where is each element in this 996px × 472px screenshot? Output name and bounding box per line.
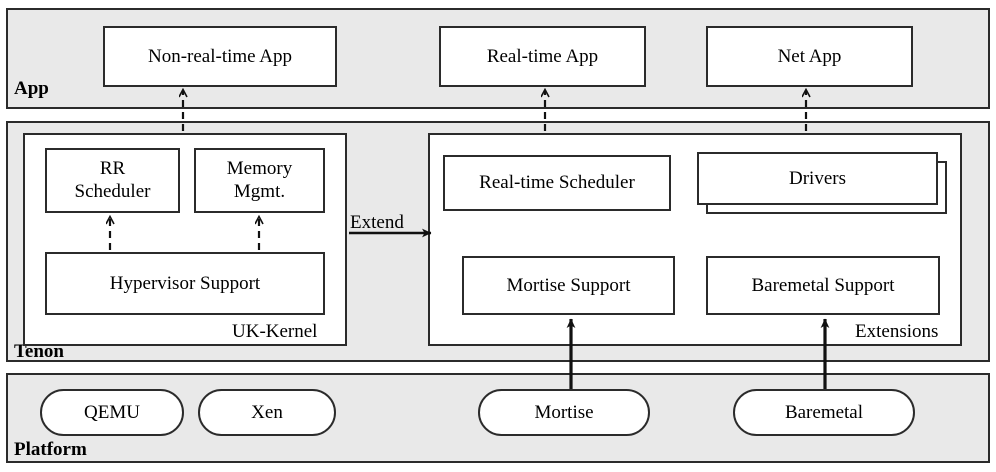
layer-label-platform: Platform — [14, 439, 87, 460]
node-memory-mgmt[interactable]: Memory Mgmt. — [194, 148, 325, 213]
layer-label-tenon: Tenon — [14, 341, 64, 362]
node-real-time-scheduler[interactable]: Real-time Scheduler — [443, 155, 671, 211]
edge-label-extend: Extend — [350, 212, 404, 233]
node-drivers[interactable]: Drivers — [697, 152, 938, 205]
node-mortise-support[interactable]: Mortise Support — [462, 256, 675, 315]
node-xen[interactable]: Xen — [198, 389, 336, 436]
node-qemu[interactable]: QEMU — [40, 389, 184, 436]
group-label-extensions: Extensions — [855, 321, 939, 342]
node-non-real-time-app[interactable]: Non-real-time App — [103, 26, 337, 87]
node-baremetal-support[interactable]: Baremetal Support — [706, 256, 940, 315]
node-baremetal[interactable]: Baremetal — [733, 389, 915, 436]
node-net-app[interactable]: Net App — [706, 26, 913, 87]
node-rr-scheduler[interactable]: RR Scheduler — [45, 148, 180, 213]
node-real-time-app[interactable]: Real-time App — [439, 26, 646, 87]
group-label-uk-kernel: UK-Kernel — [232, 321, 318, 342]
node-rr-scheduler-line1: RR — [99, 157, 126, 179]
layer-label-app: App — [14, 78, 49, 99]
node-mortise[interactable]: Mortise — [478, 389, 650, 436]
node-hypervisor-support[interactable]: Hypervisor Support — [45, 252, 325, 315]
node-rr-scheduler-line2: Scheduler — [74, 180, 151, 202]
node-memory-mgmt-line1: Memory — [226, 157, 293, 179]
node-drivers-stack[interactable]: Drivers — [697, 152, 947, 214]
node-memory-mgmt-line2: Mgmt. — [233, 180, 286, 202]
